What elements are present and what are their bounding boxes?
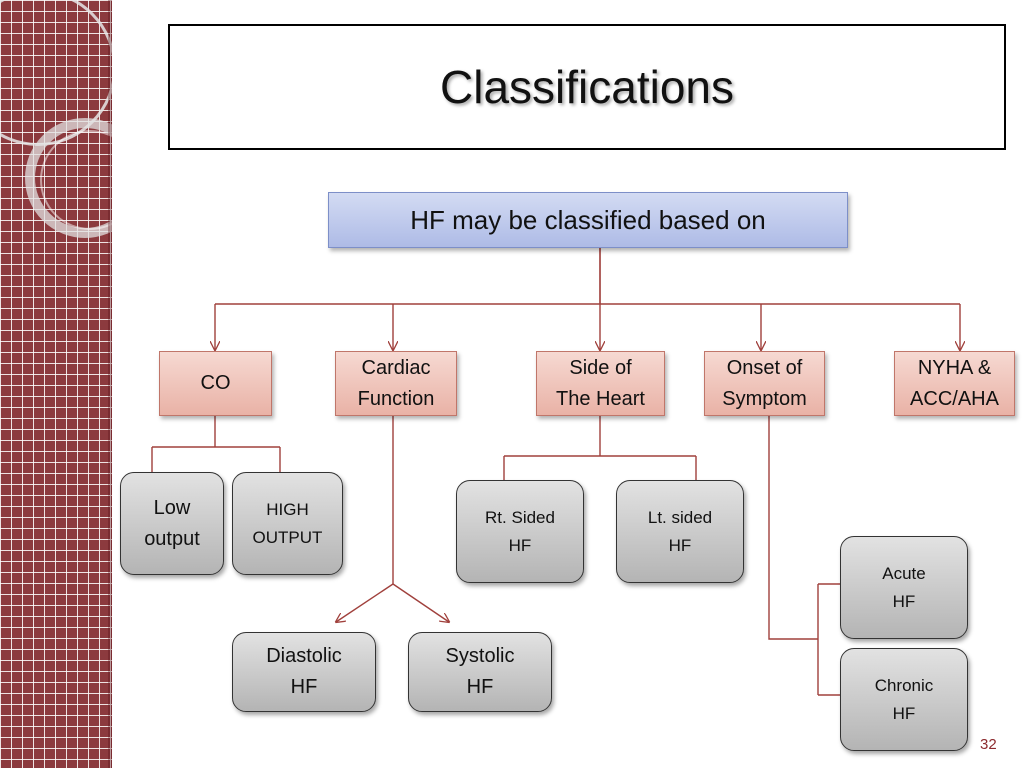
root-node: HF may be classified based on <box>328 192 848 248</box>
onset-connector <box>768 416 840 696</box>
ring-decoration <box>25 118 112 238</box>
category-nyha-acc-aha: NYHA & ACC/AHA <box>894 351 1015 416</box>
arrow-to-systolic <box>392 583 449 622</box>
leaf-systolic-hf: Systolic HF <box>408 632 552 712</box>
leaf-chronic-hf: Chronic HF <box>840 648 968 751</box>
leaf-high-output: HIGH OUTPUT <box>232 472 343 575</box>
category-onset-of-symptom: Onset of Symptom <box>704 351 825 416</box>
sidebar-edge <box>108 0 112 768</box>
decorative-sidebar <box>0 0 112 768</box>
leaf-acute-hf: Acute HF <box>840 536 968 639</box>
title-box: Classifications <box>168 24 1006 150</box>
category-co: CO <box>159 351 272 416</box>
leaf-rt-sided-hf: Rt. Sided HF <box>456 480 584 583</box>
arrow-to-diastolic <box>336 583 394 622</box>
side-connector <box>503 416 697 480</box>
category-cardiac-function: Cardiac Function <box>335 351 457 416</box>
slide-number: 32 <box>980 736 997 753</box>
co-connector <box>151 416 281 472</box>
slide-title: Classifications <box>440 61 734 113</box>
category-side-of-heart: Side of The Heart <box>536 351 665 416</box>
leaf-lt-sided-hf: Lt. sided HF <box>616 480 744 583</box>
leaf-diastolic-hf: Diastolic HF <box>232 632 376 712</box>
leaf-low-output: Low output <box>120 472 224 575</box>
